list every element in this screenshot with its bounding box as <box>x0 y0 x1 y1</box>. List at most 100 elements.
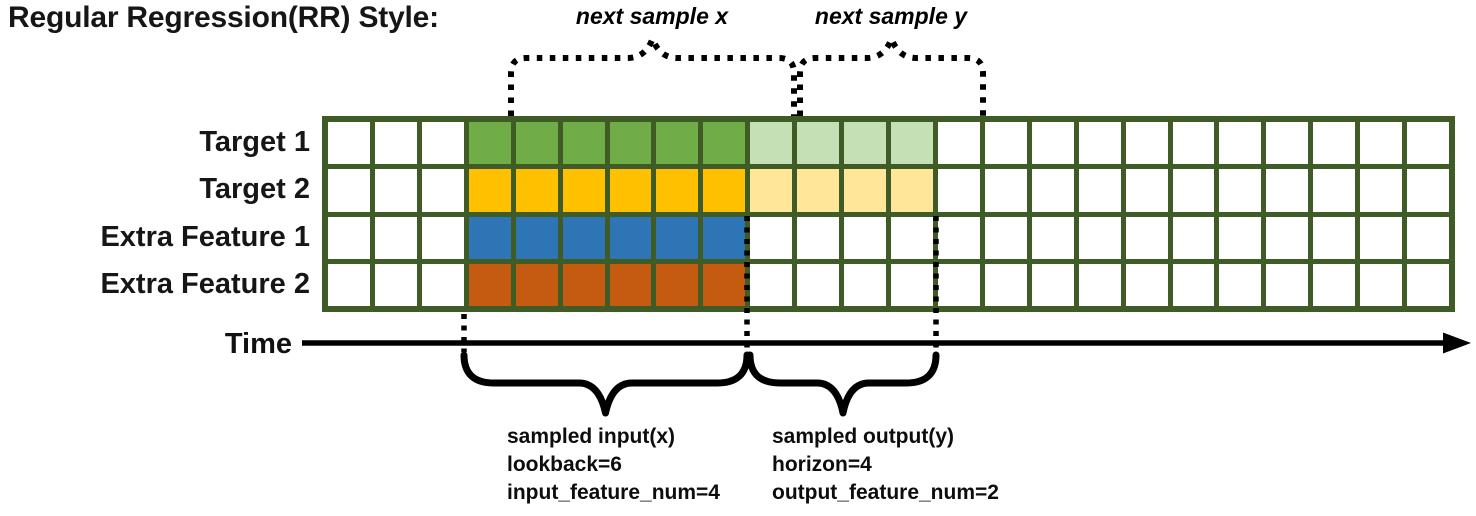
grid-cell <box>328 122 370 165</box>
grid-cell <box>468 263 511 306</box>
next-sample-x-label: next sample x <box>575 3 729 29</box>
grid-cell <box>937 216 980 259</box>
next-sample-x-brace <box>508 30 797 116</box>
sampled-output-title: sampled output(y) <box>772 425 954 448</box>
grid-cell <box>1266 169 1309 212</box>
grid-cell <box>421 216 464 259</box>
grid-cell <box>1219 122 1262 165</box>
grid-cell <box>1407 122 1449 165</box>
grid-cell <box>421 169 464 212</box>
sampled-output-brace <box>746 351 940 417</box>
grid-cell <box>1172 122 1215 165</box>
row-label-extra-feature-1: Extra Feature 1 <box>100 221 310 253</box>
grid-cell <box>844 216 886 259</box>
grid-cell <box>750 263 793 306</box>
grid-cell <box>797 216 840 259</box>
grid-cell <box>421 122 464 165</box>
grid-cell <box>562 216 605 259</box>
grid-cell <box>609 122 652 165</box>
grid-cell <box>1360 169 1403 212</box>
grid-cell <box>1172 169 1215 212</box>
grid-cell <box>468 122 511 165</box>
grid-cell <box>797 169 840 212</box>
grid-cell <box>562 263 605 306</box>
grid-cell <box>891 263 933 306</box>
grid-cell <box>1125 169 1168 212</box>
grid-cell <box>562 169 605 212</box>
next-sample-y-label: next sample y <box>814 3 968 29</box>
grid-cell <box>328 263 370 306</box>
grid-cell <box>1031 216 1074 259</box>
row-label-target-1: Target 1 <box>199 126 310 158</box>
grid-cell <box>468 216 511 259</box>
grid-cell <box>1219 263 1262 306</box>
grid-cell <box>891 216 933 259</box>
row-label-extra-feature-2: Extra Feature 2 <box>100 268 310 300</box>
grid-cell <box>374 216 417 259</box>
time-series-grid <box>322 116 1455 312</box>
grid-cell <box>1219 169 1262 212</box>
grid-cell <box>515 216 558 259</box>
grid-cell <box>984 216 1027 259</box>
grid-cell <box>1031 169 1074 212</box>
grid-cell <box>656 169 699 212</box>
grid-cell <box>1407 169 1449 212</box>
grid-cell <box>1125 216 1168 259</box>
grid-cell <box>844 169 886 212</box>
grid-cell <box>656 263 699 306</box>
grid-cell <box>1078 169 1121 212</box>
grid-cell <box>1313 216 1356 259</box>
grid-cell <box>515 122 558 165</box>
grid-cell <box>984 263 1027 306</box>
grid-cell <box>1360 216 1403 259</box>
grid-cell <box>1266 216 1309 259</box>
grid-cell <box>1172 263 1215 306</box>
grid-cell <box>797 263 840 306</box>
grid-cell <box>609 263 652 306</box>
horizon-value: horizon=4 <box>772 453 872 476</box>
grid-cell <box>421 263 464 306</box>
grid-cell <box>937 122 980 165</box>
row-label-target-2: Target 2 <box>199 173 310 205</box>
grid-cell <box>1078 122 1121 165</box>
lookback-value: lookback=6 <box>507 453 622 476</box>
grid-cell <box>1313 122 1356 165</box>
grid-cell <box>891 169 933 212</box>
grid-cell <box>937 263 980 306</box>
grid-cell <box>703 263 746 306</box>
sampled-input-annotation: sampled input(x) lookback=6 input_featur… <box>507 423 720 507</box>
grid-cell <box>374 169 417 212</box>
grid-cell <box>984 169 1027 212</box>
grid-cell <box>797 122 840 165</box>
grid-cell <box>750 169 793 212</box>
grid-cell <box>562 122 605 165</box>
time-arrow-head-icon <box>1443 332 1471 354</box>
grid-cell <box>984 122 1027 165</box>
grid-cell <box>1407 263 1449 306</box>
grid-cell <box>1407 216 1449 259</box>
grid-cell <box>609 216 652 259</box>
grid-cell <box>1360 122 1403 165</box>
diagram-title: Regular Regression(RR) Style: <box>8 1 439 34</box>
grid-cell <box>891 122 933 165</box>
sampled-input-title: sampled input(x) <box>507 425 676 448</box>
grid-cell <box>374 263 417 306</box>
grid-cell <box>1078 216 1121 259</box>
input-feature-num-value: input_feature_num=4 <box>507 481 720 504</box>
grid-cell <box>703 169 746 212</box>
grid-cell <box>1125 263 1168 306</box>
grid-cell <box>937 169 980 212</box>
sampled-input-brace <box>460 351 751 417</box>
grid-cell <box>750 216 793 259</box>
grid-cell <box>328 216 370 259</box>
grid-cell <box>656 216 699 259</box>
grid-cell <box>703 122 746 165</box>
grid-cell <box>1031 122 1074 165</box>
grid-cell <box>374 122 417 165</box>
grid-cell <box>703 216 746 259</box>
grid-cell <box>1266 122 1309 165</box>
grid-cell <box>1172 216 1215 259</box>
grid-cell <box>1125 122 1168 165</box>
grid-cell <box>609 169 652 212</box>
